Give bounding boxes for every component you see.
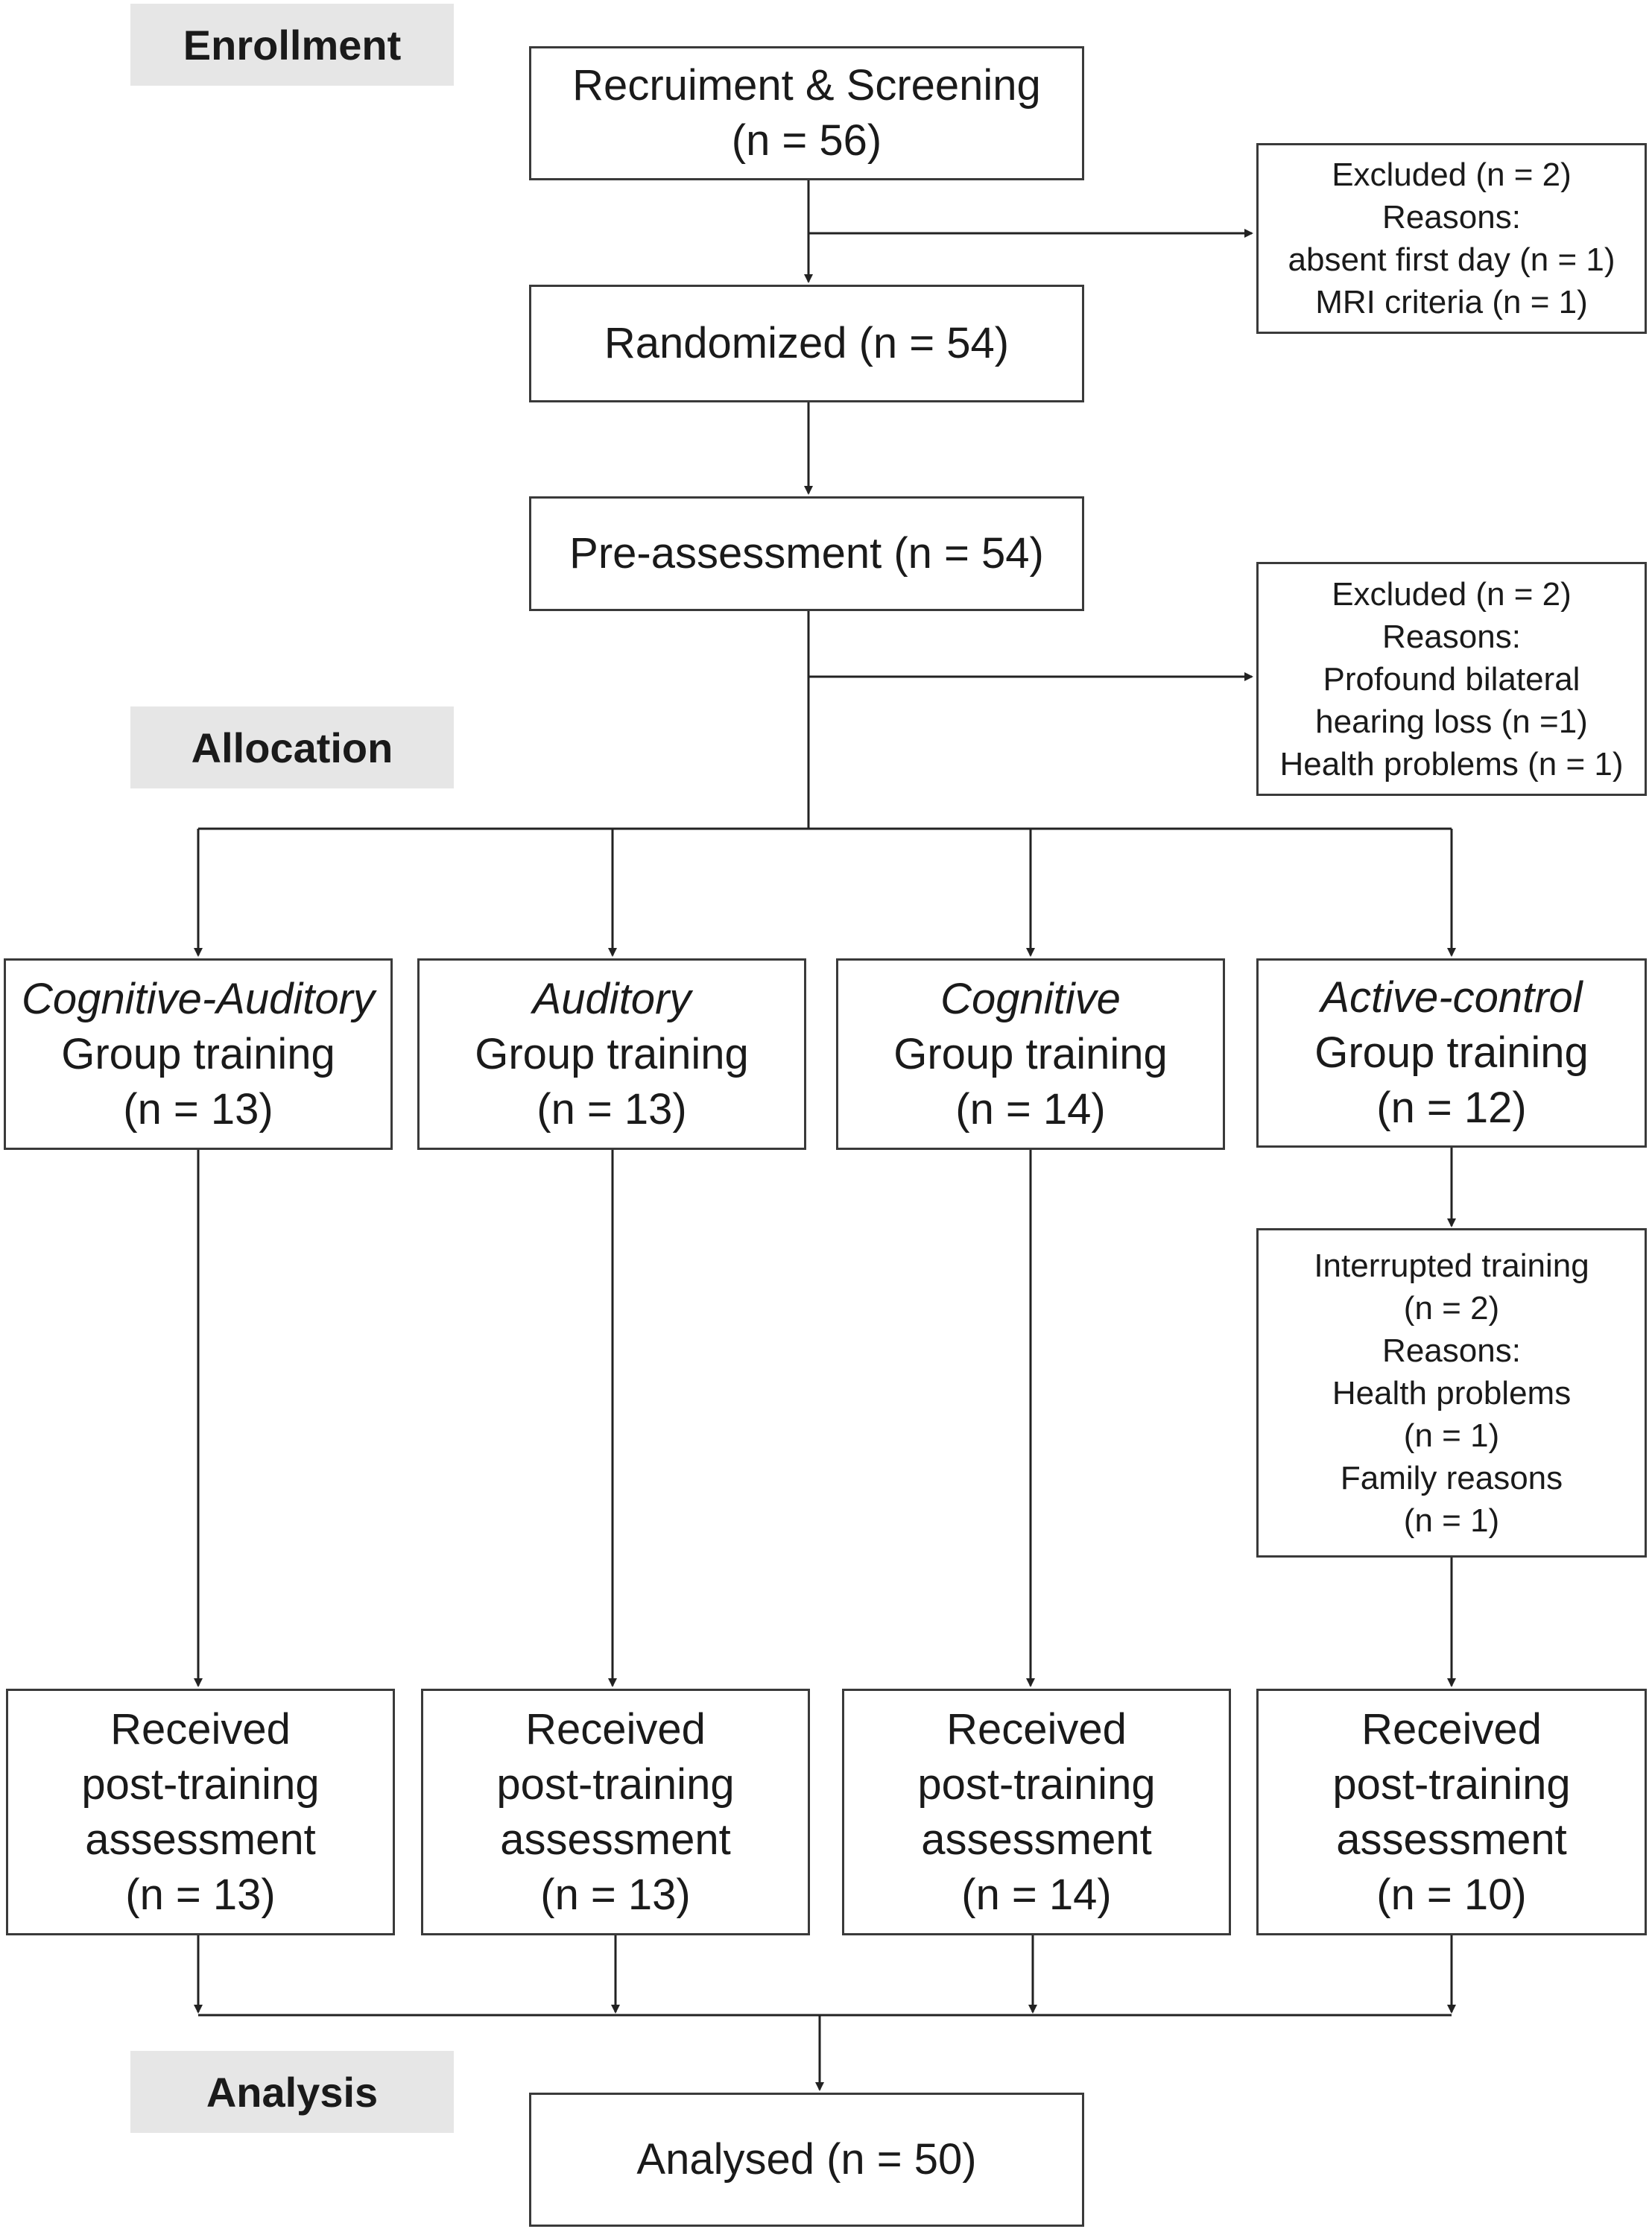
phase-label-enrollment: Enrollment: [130, 4, 454, 86]
excluded-1-reason-b: MRI criteria (n = 1): [1315, 284, 1588, 320]
post-line-1: Received: [525, 1704, 706, 1754]
post-count: (n = 13): [540, 1870, 691, 1919]
post-line-3: assessment: [1336, 1815, 1567, 1864]
randomized-box: Randomized (n = 54): [529, 285, 1084, 402]
post-box-1: Received post-training assessment (n = 1…: [6, 1689, 395, 1935]
post-count: (n = 14): [961, 1870, 1112, 1919]
group-label: Group training: [893, 1029, 1168, 1078]
post-count: (n = 13): [125, 1870, 276, 1919]
post-line-1: Received: [946, 1704, 1127, 1754]
interrupted-reason-b-count: (n = 1): [1403, 1502, 1500, 1539]
pre-assessment-box: Pre-assessment (n = 54): [529, 496, 1084, 611]
analysed-box: Analysed (n = 50): [529, 2093, 1084, 2227]
post-box-4: Received post-training assessment (n = 1…: [1256, 1689, 1647, 1935]
post-box-2: Received post-training assessment (n = 1…: [421, 1689, 810, 1935]
group-count: (n = 13): [537, 1084, 687, 1134]
post-count: (n = 10): [1376, 1870, 1527, 1919]
excluded-box-2: Excluded (n = 2) Reasons: Profound bilat…: [1256, 562, 1647, 796]
excluded-box-1: Excluded (n = 2) Reasons: absent first d…: [1256, 143, 1647, 334]
interrupted-box: Interrupted training (n = 2) Reasons: He…: [1256, 1228, 1647, 1558]
interrupted-reason-b: Family reasons: [1340, 1459, 1563, 1496]
group-count: (n = 13): [123, 1084, 273, 1134]
interrupted-reason-a-count: (n = 1): [1403, 1417, 1500, 1454]
group-name: Cognitive-Auditory: [22, 974, 375, 1023]
group-box-cognitive-auditory: Cognitive-Auditory Group training (n = 1…: [4, 958, 393, 1150]
interrupted-count: (n = 2): [1403, 1289, 1500, 1327]
interrupted-reasons: Reasons:: [1382, 1332, 1521, 1369]
group-box-cognitive: Cognitive Group training (n = 14): [836, 958, 1225, 1150]
group-box-active-control: Active-control Group training (n = 12): [1256, 958, 1647, 1148]
group-label: Group training: [475, 1029, 749, 1078]
interrupted-title: Interrupted training: [1314, 1247, 1589, 1284]
post-line-2: post-training: [496, 1760, 735, 1809]
post-line-2: post-training: [917, 1760, 1156, 1809]
interrupted-reason-a: Health problems: [1332, 1374, 1572, 1411]
post-line-1: Received: [110, 1704, 291, 1754]
excluded-2-reason-b: Health problems (n = 1): [1279, 745, 1624, 782]
recruitment-box: Recruiment & Screening (n = 56): [529, 46, 1084, 180]
analysed-label: Analysed (n = 50): [636, 2135, 977, 2184]
recruitment-title: Recruiment & Screening: [572, 61, 1041, 110]
group-label: Group training: [61, 1029, 335, 1078]
post-line-2: post-training: [1332, 1760, 1571, 1809]
phase-label-analysis: Analysis: [130, 2051, 454, 2133]
excluded-2-reason-a-cont: hearing loss (n =1): [1315, 703, 1588, 740]
recruitment-count: (n = 56): [731, 116, 882, 165]
post-line-3: assessment: [85, 1815, 316, 1864]
excluded-1-reason-a: absent first day (n = 1): [1288, 241, 1615, 278]
excluded-2-reasons: Reasons:: [1382, 618, 1521, 655]
excluded-2-reason-a: Profound bilateral: [1323, 660, 1580, 698]
pre-assessment-label: Pre-assessment (n = 54): [569, 529, 1044, 578]
post-line-2: post-training: [81, 1760, 320, 1809]
group-label: Group training: [1314, 1028, 1589, 1077]
group-count: (n = 14): [955, 1084, 1106, 1134]
group-count: (n = 12): [1376, 1084, 1527, 1132]
group-box-auditory: Auditory Group training (n = 13): [417, 958, 806, 1150]
post-line-1: Received: [1361, 1704, 1542, 1754]
phase-label-allocation: Allocation: [130, 706, 454, 788]
excluded-2-title: Excluded (n = 2): [1332, 575, 1572, 613]
post-line-3: assessment: [500, 1815, 731, 1864]
group-name: Active-control: [1320, 973, 1583, 1022]
excluded-1-reasons: Reasons:: [1382, 199, 1521, 235]
excluded-1-title: Excluded (n = 2): [1332, 156, 1572, 193]
group-name: Cognitive: [940, 974, 1121, 1023]
post-box-3: Received post-training assessment (n = 1…: [842, 1689, 1231, 1935]
post-line-3: assessment: [921, 1815, 1152, 1864]
randomized-label: Randomized (n = 54): [604, 319, 1010, 367]
group-name: Auditory: [532, 974, 692, 1023]
